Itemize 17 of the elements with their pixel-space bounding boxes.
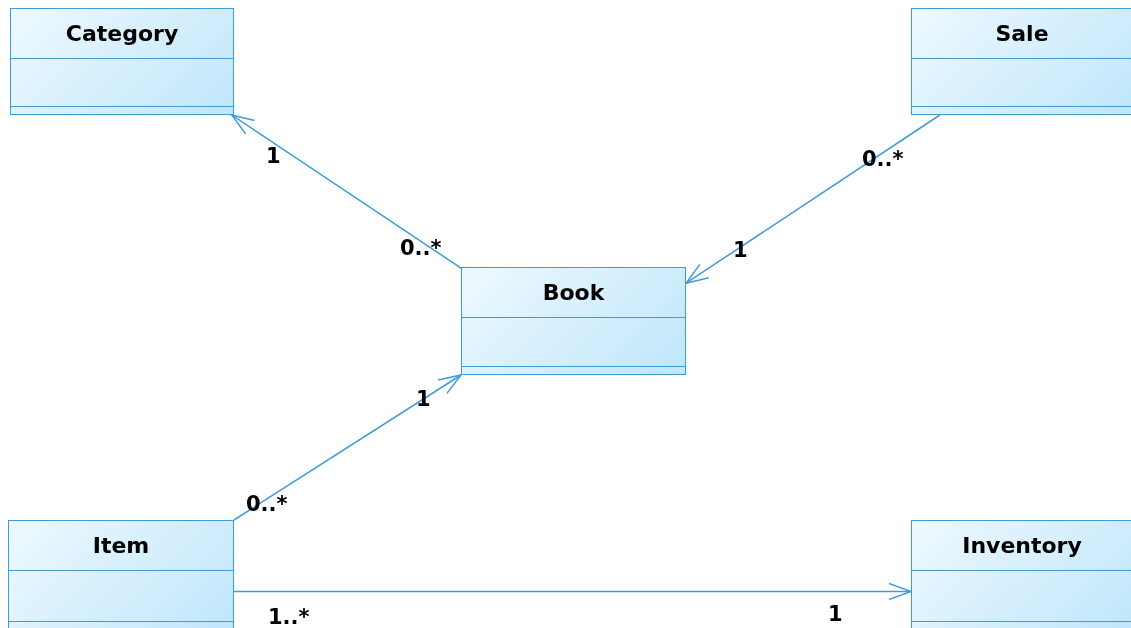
class-box xyxy=(911,520,1131,628)
class-box xyxy=(10,8,234,115)
association-arrow xyxy=(233,374,462,521)
class-name: Category xyxy=(65,21,179,46)
multiplicity-label: 1..* xyxy=(268,607,310,628)
class-box xyxy=(8,520,234,628)
multiplicity-label: 1 xyxy=(828,604,843,625)
class-name: Item xyxy=(92,533,150,558)
association-arrow xyxy=(233,582,912,601)
association-arrow xyxy=(231,114,462,269)
class-box xyxy=(911,8,1131,115)
multiplicity-label: 1 xyxy=(266,146,281,167)
class-name: Sale xyxy=(995,21,1049,46)
class-box xyxy=(461,267,686,375)
class-name: Inventory xyxy=(962,533,1082,558)
class-name: Book xyxy=(542,280,605,305)
association-arrow xyxy=(685,114,941,284)
